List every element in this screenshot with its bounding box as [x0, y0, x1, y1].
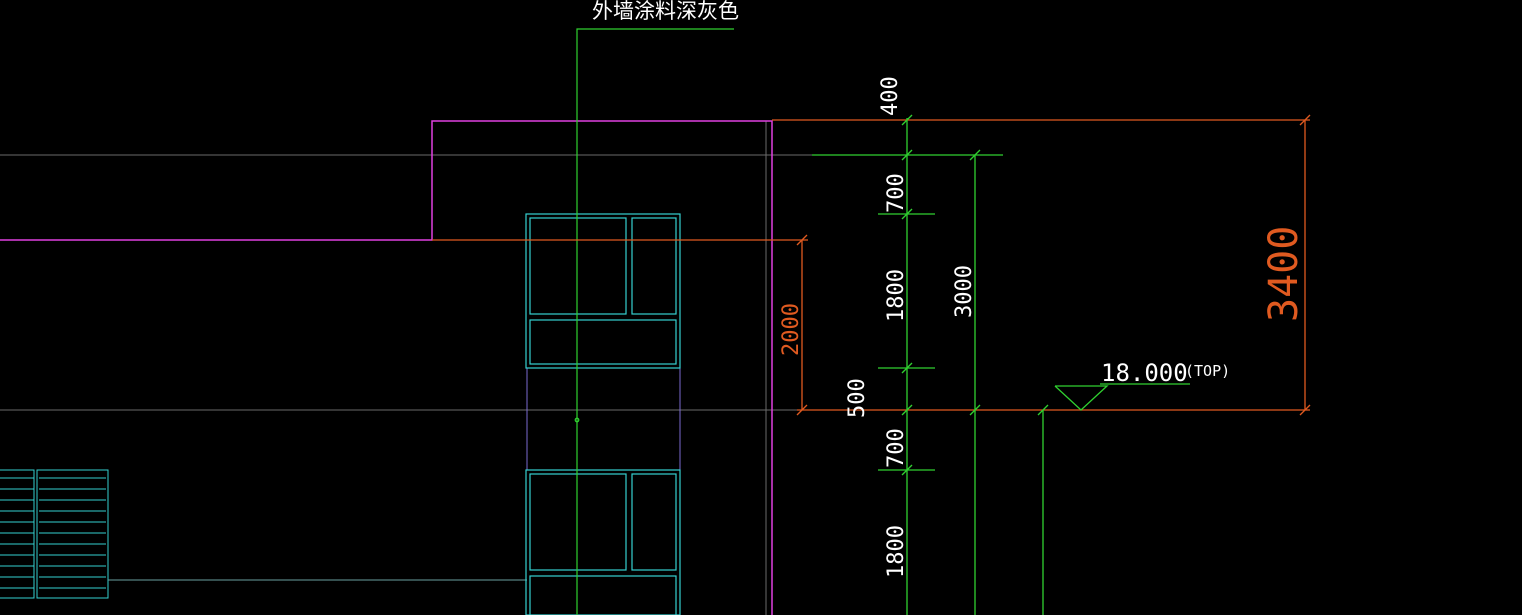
elevation-mark-value: 18.000: [1101, 359, 1188, 387]
lower-window-bottom-pane: [529, 575, 677, 615]
annotation-note: 外墙涂料深灰色: [592, 0, 739, 23]
green-dimensions: [812, 114, 1190, 615]
upper-window-pane-right: [631, 217, 677, 315]
dim-label-700-bottom: 700: [884, 428, 909, 468]
dim-label-400: 400: [878, 76, 903, 116]
parapet-profile: [0, 120, 773, 615]
dim-tick: [901, 464, 913, 476]
dim-tick: [1299, 114, 1311, 126]
elevation-mark-suffix: (TOP): [1185, 362, 1230, 380]
lower-window-pane-left: [529, 473, 627, 571]
dim-tick: [901, 362, 913, 374]
dim-label-3000: 3000: [952, 265, 977, 318]
dim-tick: [969, 149, 981, 161]
upper-window-pane-left: [529, 217, 627, 315]
parapet-outline: [0, 120, 773, 615]
dim-tick: [969, 404, 981, 416]
dim-tick: [1037, 404, 1049, 416]
reference-lines: [0, 121, 812, 615]
dim-tick: [901, 208, 913, 220]
lower-window-pane-right: [631, 473, 677, 571]
upper-window-frame: [525, 213, 681, 369]
dim-label-1800-top: 1800: [884, 269, 909, 322]
windows: [525, 213, 681, 615]
dim-tick: [796, 404, 808, 416]
dim-tick: [901, 149, 913, 161]
dim-label-500: 500: [845, 378, 870, 418]
dim-label-3400: 3400: [1261, 226, 1307, 322]
dim-label-2000: 2000: [779, 303, 804, 356]
louver-panel-left: [0, 469, 35, 599]
upper-window-lower-pane: [529, 319, 677, 365]
leader-node: [574, 417, 580, 423]
dim-label-700-top: 700: [884, 173, 909, 213]
dim-tick: [796, 234, 808, 246]
dim-tick: [1299, 404, 1311, 416]
elevation-marker-triangle: [1054, 385, 1109, 411]
leader-polyline: [576, 28, 734, 615]
dim-tick: [901, 404, 913, 416]
lower-window-frame: [525, 469, 681, 615]
louver-slats: [0, 477, 106, 589]
dim-label-1800-bottom: 1800: [884, 525, 909, 578]
louver-panels: [0, 469, 527, 599]
louver-panel-right: [36, 469, 109, 599]
dim-tick: [901, 114, 913, 126]
leader-line: [574, 28, 734, 615]
orange-dimensions: [432, 114, 1311, 416]
